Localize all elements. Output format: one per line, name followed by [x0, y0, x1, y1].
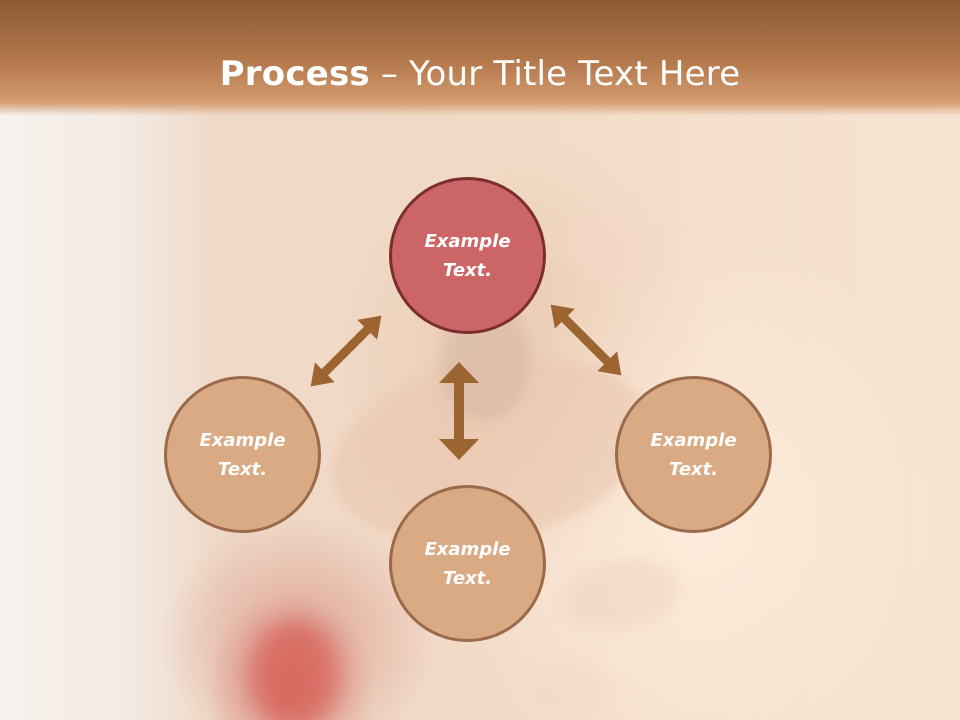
photo-sleeve-shape: [250, 620, 340, 720]
node-top-line1: Example: [424, 230, 511, 252]
node-left-line1: Example: [199, 429, 286, 451]
node-bottom-line2: Text.: [442, 567, 493, 589]
double-arrow-top-left[interactable]: [301, 306, 392, 397]
process-node-top[interactable]: Example Text.: [389, 177, 546, 334]
slide-title-rest: – Your Title Text Here: [369, 54, 741, 94]
photo-finger-shape: [520, 660, 610, 720]
title-bar: Process – Your Title Text Here: [0, 0, 960, 116]
process-node-bottom[interactable]: Example Text.: [389, 485, 546, 642]
process-node-left[interactable]: Example Text.: [164, 376, 321, 533]
node-right-line1: Example: [650, 429, 737, 451]
double-arrow-vertical[interactable]: [439, 362, 479, 460]
double-arrow-top-right[interactable]: [541, 295, 632, 386]
node-bottom-line1: Example: [424, 538, 511, 560]
node-right-line2: Text.: [668, 458, 719, 480]
slide-title-bold: Process: [219, 54, 370, 94]
process-node-right[interactable]: Example Text.: [615, 376, 772, 533]
node-top-line2: Text.: [442, 259, 493, 281]
node-left-line2: Text.: [217, 458, 268, 480]
slide-title[interactable]: Process – Your Title Text Here: [0, 50, 960, 98]
